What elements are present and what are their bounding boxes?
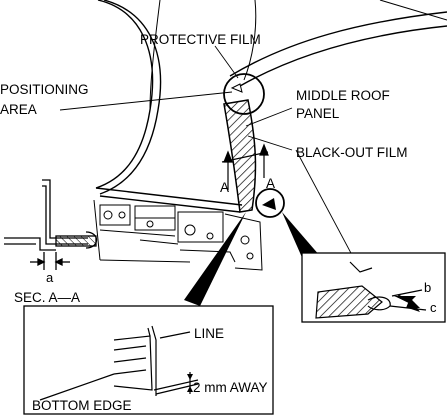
label-two-mm-away: 2 mm AWAY (193, 380, 268, 395)
line-detail-drawing (39, 325, 199, 401)
positioning-circle (223, 73, 265, 115)
label-positioning-line1: POSITIONING (0, 82, 89, 97)
detail-circle (255, 188, 285, 218)
leader-lines (59, 45, 361, 271)
label-section-title: SEC. A—A (14, 290, 80, 305)
middle-roof-panel (223, 99, 257, 213)
section-a-a (4, 179, 98, 270)
label-section-mark-left: A (220, 180, 229, 195)
label-line: LINE (194, 326, 224, 341)
label-dim-a: a (46, 270, 54, 285)
line-detail-wedge (184, 212, 246, 306)
label-detail-c: c (430, 300, 437, 315)
detail-drawing (315, 261, 427, 319)
section-arrows (221, 143, 269, 190)
line-detail-box (23, 305, 274, 415)
label-section-mark-right: A (266, 176, 275, 191)
detail-wedge (282, 212, 320, 262)
body-mechanism (99, 204, 263, 271)
vehicle-outline (93, 0, 447, 263)
label-protective-film: PROTECTIVE FILM (140, 32, 261, 47)
label-bottom-edge: BOTTOM EDGE (32, 398, 132, 413)
label-middle-roof-line2: PANEL (296, 106, 340, 121)
label-middle-roof-line1: MIDDLE ROOF (296, 88, 390, 103)
label-positioning-line2: AREA (0, 102, 37, 117)
label-blackout-film: BLACK-OUT FILM (296, 145, 408, 160)
label-detail-b: b (424, 280, 431, 295)
